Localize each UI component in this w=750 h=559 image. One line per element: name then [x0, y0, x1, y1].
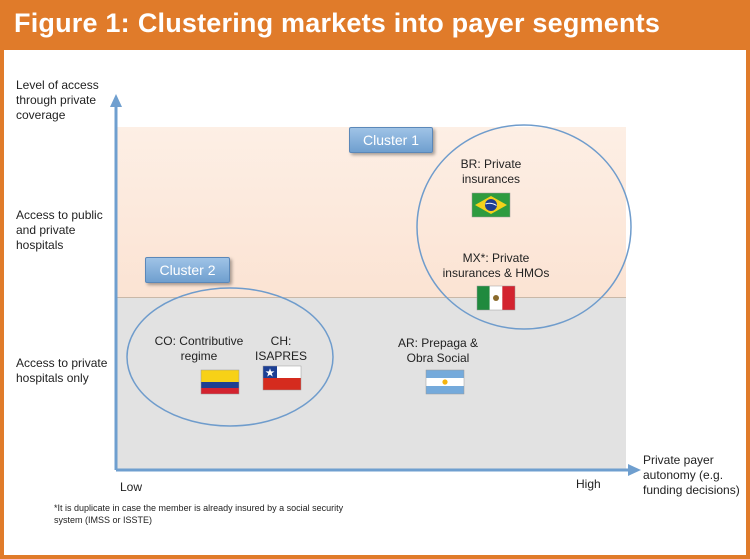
market-label-ar-line1: AR: Prepaga & — [397, 336, 479, 350]
market-label-br-line2: insurances — [461, 172, 521, 186]
x-axis-arrowhead — [628, 464, 641, 476]
market-label-br: BR: Private insurances — [441, 157, 541, 187]
y-axis-title: Level of access through private coverage — [16, 78, 99, 122]
market-label-mx-line1: MX*: Private — [462, 251, 530, 265]
x-axis-title: Private payer autonomy (e.g. funding dec… — [643, 453, 740, 497]
lower-access-band — [117, 298, 626, 470]
figure-number: Figure 1: — [14, 8, 130, 38]
market-label-mx: MX*: Private insurances & HMOs — [436, 251, 556, 281]
x-axis-low-label: Low — [120, 480, 143, 494]
argentina-flag-icon — [425, 369, 465, 395]
market-label-ar-line2: Obra Social — [406, 351, 470, 365]
market-label-ch-line2: ISAPRES — [254, 349, 308, 363]
cluster-2-label: Cluster 2 — [145, 257, 230, 283]
market-label-co: CO: Contributive regime — [149, 334, 249, 364]
y-level-public-private: Access to public and private hospitals — [16, 208, 103, 252]
market-label-ch-line1: CH: — [270, 334, 292, 348]
cluster-1-ellipse — [416, 124, 632, 330]
cluster-2-ellipse — [126, 287, 334, 427]
market-label-co-line2: regime — [180, 349, 218, 363]
x-axis-high-label: High — [576, 477, 601, 491]
brazil-flag-icon — [471, 192, 511, 218]
market-label-ch: CH: ISAPRES — [251, 334, 311, 364]
title-bar: Figure 1:Clustering markets into payer s… — [0, 0, 750, 50]
market-label-mx-line2: insurances & HMOs — [442, 266, 550, 280]
colombia-flag-icon — [200, 369, 240, 395]
chile-flag-icon — [262, 365, 302, 391]
y-level-private-only: Access to private hospitals only — [16, 356, 108, 385]
cluster-1-label: Cluster 1 — [349, 127, 433, 153]
market-label-br-line1: BR: Private — [460, 157, 522, 171]
figure-title-text: Clustering markets into payer segments — [137, 8, 661, 38]
market-label-ar: AR: Prepaga & Obra Social — [388, 336, 488, 366]
y-axis-arrowhead — [110, 94, 122, 107]
market-label-co-line1: CO: Contributive — [154, 334, 244, 348]
figure-title: Figure 1:Clustering markets into payer s… — [14, 8, 660, 39]
mexico-flag-icon — [476, 285, 516, 311]
footnote: *It is duplicate in case the member is a… — [54, 503, 344, 525]
